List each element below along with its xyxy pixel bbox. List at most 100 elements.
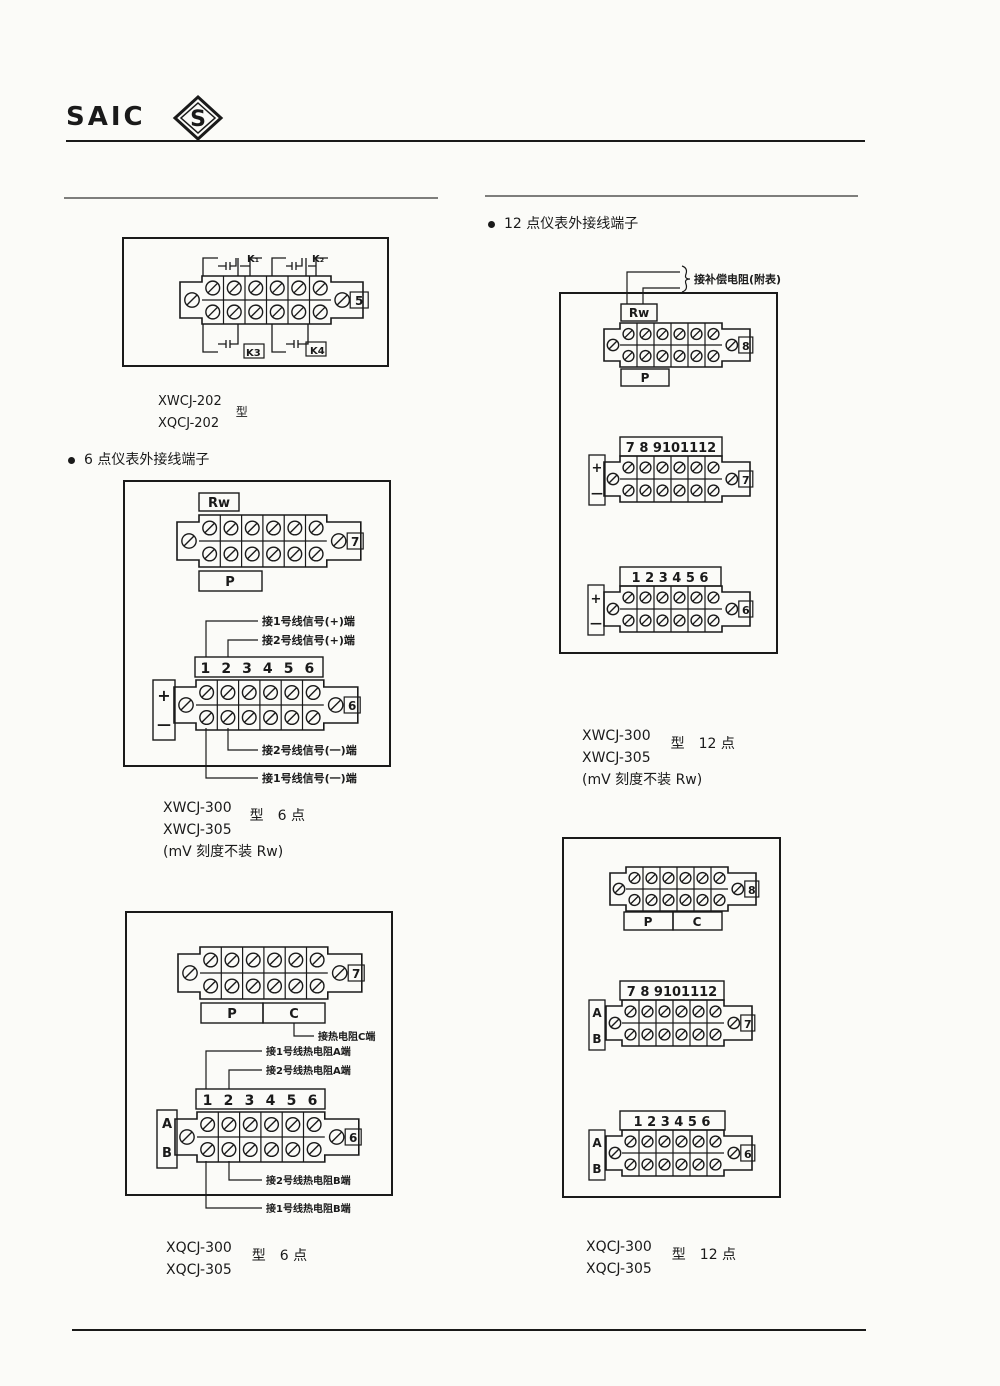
terminal-number: 4: [266, 1093, 276, 1109]
screw-icon: [266, 546, 282, 562]
screw-icon: [244, 546, 260, 562]
screw-icon: [606, 338, 620, 352]
label-c: C: [289, 1007, 299, 1022]
diagram-5: 8 P C 7 8 9101112 7 A B 1 2 3 4 5 6 6 A …: [562, 837, 781, 1198]
diagram-4: 接补偿电阻(附表) Rw 8 P 7 8 9101112 7 + — 1 2 3…: [559, 265, 781, 654]
screw-icon: [287, 546, 303, 562]
label-k4: K4: [310, 346, 325, 357]
terminal-side-label: 6: [348, 699, 356, 713]
nums-top: 7 8 9101112: [626, 441, 716, 456]
annotation-4: 接2号线热电阻B端: [266, 1174, 351, 1187]
header: SAIC S: [66, 94, 865, 142]
screw-icon: [606, 472, 620, 486]
screw-icon: [330, 533, 347, 549]
label-plus-2: +: [591, 592, 602, 607]
screw-icon: [707, 614, 720, 627]
screw-icon: [658, 1005, 671, 1018]
screw-icon: [309, 952, 325, 968]
label-k1: K₁: [247, 254, 259, 265]
screw-icon: [675, 1005, 688, 1018]
section-title-6-point: 6 点仪表外接线端子: [68, 449, 209, 469]
screw-icon: [622, 614, 635, 627]
screw-icon: [673, 461, 686, 474]
logo-text: SAIC: [66, 102, 146, 132]
screw-icon: [182, 965, 198, 981]
screw-icon: [267, 952, 283, 968]
label-k2: K₂: [312, 254, 324, 265]
terminal-number: 4: [263, 661, 273, 677]
screw-icon: [199, 684, 215, 701]
terminal-side-label: 8: [742, 340, 750, 353]
screw-icon: [656, 591, 669, 604]
label-plus-1: +: [592, 461, 603, 476]
screw-icon: [725, 338, 739, 352]
screw-icon: [641, 1135, 654, 1148]
screw-icon: [205, 280, 221, 296]
nums-top: 7 8 9101112: [627, 985, 717, 1000]
screw-icon: [264, 1141, 280, 1158]
screw-icon: [727, 1016, 741, 1030]
terminal-number: 3: [242, 661, 252, 677]
screw-icon: [287, 520, 303, 536]
screw-icon: [242, 1141, 258, 1158]
screw-icon: [245, 952, 261, 968]
screw-icon: [624, 1005, 637, 1018]
bullet-icon: [488, 220, 495, 228]
terminal-side-label: 8: [748, 884, 756, 897]
screw-icon: [334, 292, 351, 308]
label-rw: Rw: [208, 496, 230, 511]
section-title-12-point: 12 点仪表外接线端子: [488, 213, 638, 233]
screw-icon: [690, 461, 703, 474]
label-minus-2: —: [590, 616, 602, 630]
screw-icon: [226, 280, 242, 296]
screw-icon: [658, 1158, 671, 1171]
nums-bottom: 1 2 3 4 5 6: [634, 1115, 711, 1130]
terminal-strip: 6: [605, 1129, 756, 1177]
screw-icon: [220, 709, 236, 726]
screw-icon: [707, 484, 720, 497]
screw-icon: [645, 871, 658, 885]
screw-icon: [242, 1116, 258, 1133]
screw-icon: [305, 684, 321, 701]
screw-icon: [288, 978, 304, 994]
screw-icon: [203, 952, 219, 968]
screw-icon: [658, 1135, 671, 1148]
screw-icon: [639, 461, 652, 474]
nums-bottom: 1 2 3 4 5 6: [632, 571, 709, 586]
screw-icon: [725, 602, 739, 616]
screw-icon: [263, 684, 279, 701]
screw-icon: [679, 893, 692, 907]
screw-icon: [200, 1116, 216, 1133]
screw-icon: [224, 952, 240, 968]
terminal-side-label: 7: [351, 535, 359, 549]
screw-icon: [690, 614, 703, 627]
screw-icon: [308, 520, 324, 536]
terminal-side-label: 5: [355, 294, 363, 308]
annotation-1: 接1号线信号(+)端: [262, 614, 355, 628]
screw-icon: [731, 882, 745, 896]
screw-icon: [696, 871, 709, 885]
label-c: C: [693, 915, 702, 929]
annotation-2: 接2号线信号(+)端: [262, 633, 355, 647]
screw-icon: [624, 1028, 637, 1041]
screw-icon: [673, 349, 686, 363]
label-b: B: [162, 1146, 172, 1161]
screw-icon: [267, 978, 283, 994]
label-a-2: A: [592, 1136, 602, 1150]
screw-icon: [309, 978, 325, 994]
screw-icon: [291, 304, 307, 320]
screw-icon: [622, 349, 635, 363]
screw-icon: [628, 871, 641, 885]
terminal-number: 5: [284, 661, 294, 677]
screw-icon: [709, 1135, 722, 1148]
label-p: P: [225, 575, 235, 590]
screw-icon: [679, 871, 692, 885]
screw-icon: [306, 1141, 322, 1158]
screw-icon: [221, 1116, 237, 1133]
screw-icon: [179, 1129, 195, 1145]
